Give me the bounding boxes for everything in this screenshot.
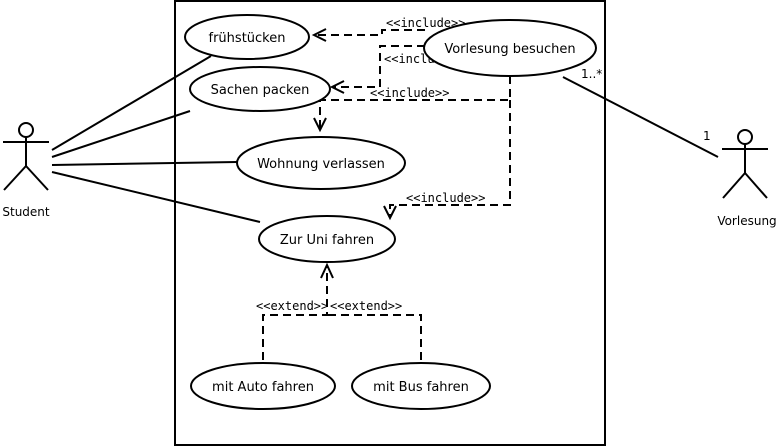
usecase-mit-bus-fahren-shape <box>351 362 491 410</box>
usecase-sachen-packen[interactable]: Sachen packen <box>189 66 331 112</box>
student-right-leg <box>25 165 49 191</box>
extend-auto-line <box>262 266 328 360</box>
assoc-student-zur-uni <box>51 171 261 223</box>
lecture-head <box>737 129 753 145</box>
include-sachen-packen-arrowhead <box>329 80 345 94</box>
usecase-fruehstuecken-label: frühstücken <box>209 31 286 46</box>
include-label-fruehstuecken: <<include>> <box>386 16 465 30</box>
actor-student[interactable]: Student <box>2 122 50 219</box>
extend-bus-line <box>327 314 422 360</box>
usecase-zur-uni-fahren-label: Zur Uni fahren <box>280 233 374 248</box>
usecase-zur-uni-fahren[interactable]: Zur Uni fahren <box>258 215 396 263</box>
usecase-wohnung-verlassen[interactable]: Wohnung verlassen <box>236 136 406 190</box>
usecase-fruehstuecken-shape <box>184 14 310 60</box>
extend-arrowhead <box>320 262 334 279</box>
usecase-zur-uni-fahren-shape <box>258 215 396 263</box>
student-head <box>18 122 34 138</box>
usecase-wohnung-verlassen-shape <box>236 136 406 190</box>
usecase-sachen-packen-shape <box>189 66 331 112</box>
lecture-left-leg <box>722 172 746 199</box>
usecase-mit-auto-fahren[interactable]: mit Auto fahren <box>190 362 336 410</box>
student-left-leg <box>3 165 27 191</box>
usecase-vorlesung-besuchen[interactable]: Vorlesung besuchen <box>423 19 597 77</box>
assoc-lecture-vorlesung <box>562 76 719 158</box>
multiplicity-usecase-side: 1..* <box>581 67 602 81</box>
usecase-sachen-packen-label: Sachen packen <box>211 83 310 98</box>
extend-label-auto: <<extend>> <box>256 299 328 313</box>
multiplicity-lecture-side: 1 <box>703 129 711 143</box>
system-boundary <box>174 0 606 446</box>
usecase-mit-auto-fahren-shape <box>190 362 336 410</box>
assoc-student-wohnung-verlassen <box>51 161 238 166</box>
include-wohnung-line <box>319 76 511 130</box>
include-zur-uni-arrowhead <box>383 205 397 221</box>
assoc-student-sachen-packen <box>51 110 191 158</box>
include-fruehstuecken-line <box>315 29 425 36</box>
usecase-fruehstuecken[interactable]: frühstücken <box>184 14 310 60</box>
usecase-mit-bus-fahren[interactable]: mit Bus fahren <box>351 362 491 410</box>
usecase-vorlesung-besuchen-shape <box>423 19 597 77</box>
include-label-zur-uni: <<include>> <box>406 191 485 205</box>
lecture-right-leg <box>744 172 768 199</box>
include-wohnung-arrowhead <box>313 117 327 133</box>
include-fruehstuecken-arrowhead <box>311 28 327 42</box>
actor-lecture[interactable]: Vorlesung <box>717 129 777 228</box>
usecase-wohnung-verlassen-label: Wohnung verlassen <box>257 157 385 172</box>
usecase-vorlesung-besuchen-label: Vorlesung besuchen <box>444 42 575 57</box>
extend-label-bus: <<extend>> <box>330 299 402 313</box>
include-sachen-packen-line <box>333 45 425 88</box>
student-label: Student <box>2 205 50 219</box>
include-zur-uni-line <box>389 100 511 218</box>
include-label-wohnung: <<include>> <box>370 86 449 100</box>
usecase-mit-auto-fahren-label: mit Auto fahren <box>212 380 314 395</box>
lecture-label: Vorlesung <box>717 214 776 228</box>
assoc-student-fruehstuecken <box>51 55 212 151</box>
usecase-mit-bus-fahren-label: mit Bus fahren <box>373 380 469 395</box>
